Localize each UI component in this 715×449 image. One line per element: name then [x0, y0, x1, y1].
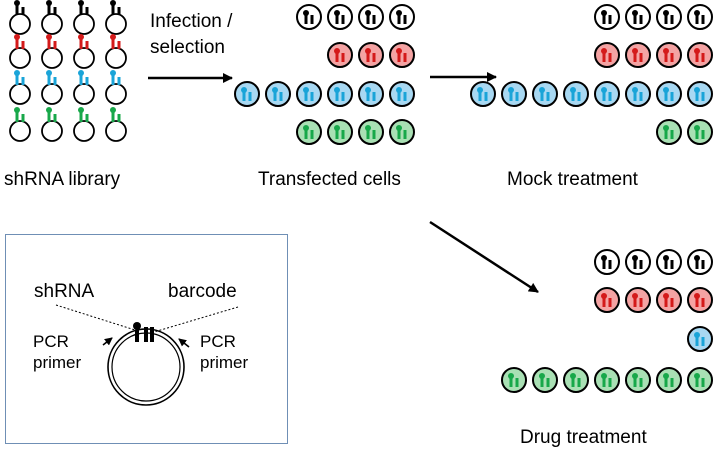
- mock-cell-green-1: [656, 119, 682, 145]
- transfected-cell-green-1: [296, 119, 322, 145]
- mock-cell-blue-8: [687, 81, 713, 107]
- plasmid-red-3: [73, 34, 95, 69]
- shrna-library-label: shRNA library: [4, 169, 121, 190]
- mock-cell-blue-3: [532, 81, 558, 107]
- transfected-cell-red-1: [327, 42, 353, 68]
- drug-cell-black-3: [656, 249, 682, 275]
- plasmid-green-2: [41, 107, 63, 142]
- mock-treatment-label: Mock treatment: [507, 169, 638, 190]
- mock-cell-black-2: [625, 4, 651, 30]
- transfected-cell-black-1: [296, 4, 322, 30]
- vector-inset-box: shRNA barcode PCR primer PCR primer: [5, 234, 288, 444]
- drug-cell-green-5: [625, 367, 651, 393]
- mock-cell-red-2: [625, 42, 651, 68]
- transfected-cell-green-4: [389, 119, 415, 145]
- drug-cell-red-3: [656, 287, 682, 313]
- transfected-cell-black-2: [327, 4, 353, 30]
- drug-cell-red-4: [687, 287, 713, 313]
- pcr-primer-left-line1: PCR: [33, 332, 69, 351]
- mock-treatment-cells-group: [470, 4, 713, 145]
- mock-cell-blue-5: [594, 81, 620, 107]
- plasmid-blue-2: [41, 70, 63, 105]
- shrna-pointer-line: [55, 304, 136, 331]
- arrow-to-drug: [429, 220, 539, 294]
- infection-label-line2: selection: [150, 37, 225, 58]
- mock-cell-blue-2: [501, 81, 527, 107]
- mock-cell-red-4: [687, 42, 713, 68]
- transfected-cells-group: [234, 4, 415, 145]
- plasmid-blue-4: [105, 70, 127, 105]
- plasmid-blue-3: [73, 70, 95, 105]
- drug-cell-red-1: [594, 287, 620, 313]
- shrna-library-plasmids: [9, 0, 127, 142]
- drug-cell-black-4: [687, 249, 713, 275]
- mock-cell-blue-7: [656, 81, 682, 107]
- transfected-cell-blue-5: [358, 81, 384, 107]
- plasmid-green-4: [105, 107, 127, 142]
- plasmid-red-1: [9, 34, 31, 69]
- plasmid-red-4: [105, 34, 127, 69]
- mock-cell-green-2: [687, 119, 713, 145]
- drug-cell-blue-1: [687, 326, 713, 352]
- transfected-cell-blue-2: [265, 81, 291, 107]
- shrna-insert-head: [133, 322, 141, 330]
- drug-treatment-cells-group: [501, 249, 713, 393]
- drug-treatment-label: Drug treatment: [520, 427, 647, 448]
- plasmid-green-1: [9, 107, 31, 142]
- mock-cell-black-3: [656, 4, 682, 30]
- mock-cell-blue-4: [563, 81, 589, 107]
- plasmid-green-3: [73, 107, 95, 142]
- pcr-primer-arrow-left: [102, 337, 113, 346]
- infection-label-line1: Infection /: [150, 11, 233, 32]
- transfected-cell-red-3: [389, 42, 415, 68]
- transfected-cell-blue-3: [296, 81, 322, 107]
- barcode-label: barcode: [168, 281, 237, 302]
- drug-cell-green-3: [563, 367, 589, 393]
- plasmid-blue-1: [9, 70, 31, 105]
- transfected-cell-black-4: [389, 4, 415, 30]
- mock-cell-blue-6: [625, 81, 651, 107]
- mock-cell-black-1: [594, 4, 620, 30]
- transfected-cell-green-3: [358, 119, 384, 145]
- mock-cell-red-3: [656, 42, 682, 68]
- transfected-cells-label: Transfected cells: [258, 169, 401, 190]
- plasmid-black-3: [73, 0, 95, 35]
- barcode-pointer-line: [153, 306, 239, 333]
- vector-inset-drawing: [55, 304, 239, 406]
- shrna-label: shRNA: [34, 281, 95, 302]
- mock-cell-blue-1: [470, 81, 496, 107]
- plasmid-red-2: [41, 34, 63, 69]
- transfected-cell-blue-6: [389, 81, 415, 107]
- pcr-primer-right-line1: PCR: [200, 332, 236, 351]
- drug-cell-black-1: [594, 249, 620, 275]
- pcr-primer-arrow-right: [178, 338, 190, 348]
- mock-cell-black-4: [687, 4, 713, 30]
- plasmid-circle-inner: [111, 332, 181, 402]
- mock-cell-red-1: [594, 42, 620, 68]
- drug-cell-black-2: [625, 249, 651, 275]
- transfected-cell-black-3: [358, 4, 384, 30]
- plasmid-black-4: [105, 0, 127, 35]
- drug-cell-green-6: [656, 367, 682, 393]
- drug-cell-green-2: [532, 367, 558, 393]
- transfected-cell-blue-4: [327, 81, 353, 107]
- drug-cell-green-1: [501, 367, 527, 393]
- transfected-cell-green-2: [327, 119, 353, 145]
- transfected-cell-blue-1: [234, 81, 260, 107]
- drug-cell-green-7: [687, 367, 713, 393]
- transfected-cell-red-2: [358, 42, 384, 68]
- plasmid-black-2: [41, 0, 63, 35]
- plasmid-black-1: [9, 0, 31, 35]
- drug-cell-green-4: [594, 367, 620, 393]
- drug-cell-red-2: [625, 287, 651, 313]
- pcr-primer-right-line2: primer: [200, 353, 249, 372]
- pcr-primer-left-line2: primer: [33, 353, 82, 372]
